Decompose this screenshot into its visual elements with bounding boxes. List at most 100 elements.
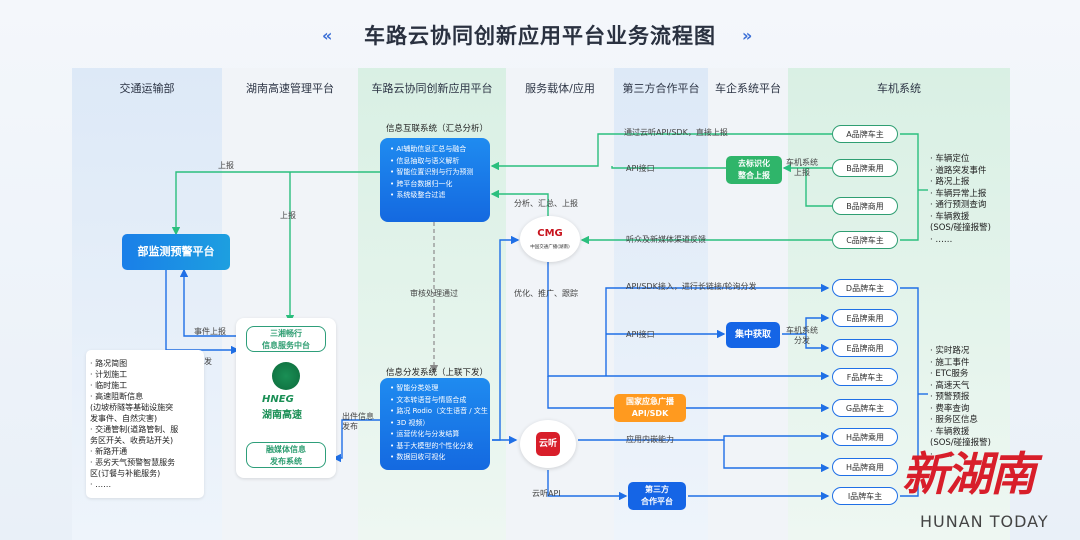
car-function-item: · 路况上报 <box>930 177 970 187</box>
distribute-item: 路况 Rodio（文生语音 / 文生 <box>390 406 490 418</box>
ministry-info-list: · 路况简图 · 计划施工 · 临时施工 · 高速阻断信息 (边坡桥隧等基础设施突发事件… <box>90 358 178 490</box>
car-function-item: · 道路突发事件 <box>930 165 987 176</box>
column-head-carrier: 服务载体/应用 <box>525 82 595 95</box>
hunan-today-text: HUNAN TODAY <box>920 512 1049 531</box>
label-report-2: 上报 <box>280 211 296 220</box>
label-car-dist: 车机系统 分发 <box>786 326 818 345</box>
distribute-item: 基于大模型的个性化分发 <box>390 441 490 453</box>
car-function-item: · 高速天气 <box>930 380 970 391</box>
ministry-info-card <box>86 350 204 498</box>
ministry-list-item: 发事件、自然灾害) <box>90 414 158 423</box>
label-cloud-api: 通过云听API/SDK，直接上报 <box>624 128 728 137</box>
distribute-item: 文本转语音与情感合成 <box>390 395 490 407</box>
interconnect-item: 信息抽取与语义解析 <box>390 156 490 168</box>
chevron-left-icon: « <box>322 26 333 45</box>
yunting-node: 云听 <box>520 420 576 468</box>
fusion-media-release-system: 融媒体信息 发布系统 <box>246 442 326 468</box>
car-function-item: (SOS/碰撞报警) <box>930 438 991 448</box>
car-function-item: · 车辆定位 <box>930 154 970 164</box>
label-analysis: 分析、汇总、上报 <box>514 199 578 208</box>
interconnect-items: AI辅助信息汇总与融合信息抽取与语义解析智能位置识别与行为预测跨平台数据归一化系… <box>380 144 490 202</box>
info-distribute-system: 智能分类处理文本转语音与情感合成路况 Rodio（文生语音 / 文生3D 视频）… <box>380 378 490 470</box>
car-f-brand: F品牌车主 <box>832 368 898 386</box>
sanxiang-service-center: 三湘畅行 信息服务中台 <box>246 326 326 352</box>
ministry-list-item: · 临时施工 <box>90 381 128 390</box>
car-function-item: · 车辆救援 <box>930 211 970 222</box>
car-function-item: · …… <box>930 449 953 460</box>
ministry-list-item: 务区开关、收费站开关) <box>90 436 174 445</box>
interconnect-item: 跨平台数据归一化 <box>390 179 490 191</box>
ministry-monitor-platform: 部监测预警平台 <box>122 234 230 270</box>
car-function-item: · 车辆救援 <box>930 426 970 437</box>
distribute-item: 运营优化与分发结算 <box>390 429 490 441</box>
ministry-list-item: · 路况简图 <box>90 359 128 368</box>
car-b-commercial: B品牌商用 <box>832 197 898 215</box>
label-app-embed: 应用内嵌能力 <box>626 435 674 444</box>
car-function-list-bottom: · 实时路况· 施工事件· ETC服务· 高速天气· 预警预报· 费率查询· 服… <box>930 346 991 461</box>
car-b-passenger: B品牌乘用 <box>832 159 898 177</box>
cmg-logo: CMG <box>537 228 563 239</box>
distribute-item: 数据回收可视化 <box>390 452 490 464</box>
ministry-list-item: · 计划施工 <box>90 370 128 379</box>
label-report-1: 上报 <box>218 161 234 170</box>
ministry-list-item: · 高速阻断信息 <box>90 392 144 401</box>
column-third <box>614 68 708 540</box>
deidentify-report-box: 去标识化 整合上报 <box>726 156 782 184</box>
page-title: 车路云协同创新应用平台业务流程图 <box>364 24 716 48</box>
distribute-item: 3D 视频） <box>390 418 490 430</box>
car-a-brand: A品牌车主 <box>832 125 898 143</box>
info-interconnect-system: AI辅助信息汇总与融合信息抽取与语义解析智能位置识别与行为预测跨平台数据归一化系… <box>380 138 490 222</box>
distribute-title: 信息分发系统（上联下发） <box>386 368 489 378</box>
label-out-release: 出件信息 发布 <box>342 412 374 431</box>
cmg-subtitle: 中国交通广播(湖南) <box>530 245 570 250</box>
interconnect-item: 系统级整合过滤 <box>390 190 490 202</box>
car-h-commercial: H品牌商用 <box>832 458 898 476</box>
yunting-app-icon: 云听 <box>536 432 560 456</box>
car-function-item: · …… <box>930 234 953 245</box>
car-c-brand: C品牌车主 <box>832 231 898 249</box>
column-head-carmaker: 车企系统平台 <box>715 82 781 95</box>
label-api-sdk: API/SDK接入，进行长链接/轮询分发 <box>626 282 757 291</box>
car-e-commercial: E品牌商用 <box>832 339 898 357</box>
column-head-car-system: 车机系统 <box>877 82 921 95</box>
interconnect-item: AI辅助信息汇总与融合 <box>390 144 490 156</box>
interconnect-title: 信息互联系统（汇总分析） <box>386 124 489 134</box>
collect-box: 集中获取 <box>726 322 780 348</box>
label-listener: 听众及新媒体渠道反馈 <box>626 235 706 244</box>
car-function-item: · 预警预报 <box>930 392 970 402</box>
car-h-passenger: H品牌乘用 <box>832 428 898 446</box>
column-head-platform: 车路云协同创新应用平台 <box>371 82 493 95</box>
chevron-right-icon: » <box>742 26 753 45</box>
car-function-list-top: · 车辆定位· 道路突发事件· 路况上报· 车辆异常上报· 通行预测查询· 车辆… <box>930 154 991 246</box>
emergency-broadcast-box: 国家应急广播 API/SDK <box>614 394 686 422</box>
third-party-platform-box: 第三方 合作平台 <box>628 482 686 510</box>
car-d-brand: D品牌车主 <box>832 279 898 297</box>
cmg-broadcast-node: CMG 中国交通广播(湖南) <box>520 216 580 262</box>
hunan-expressway-logo-text: 湖南高速 <box>262 410 302 421</box>
column-car-system <box>788 68 1010 540</box>
ministry-list-item: · 新路开通 <box>90 447 128 456</box>
label-car-report: 车机系统 上报 <box>786 158 818 177</box>
distribute-item: 智能分类处理 <box>390 383 490 395</box>
ministry-list-item: (边坡桥隧等基础设施突 <box>90 403 174 412</box>
column-carmaker <box>708 68 788 540</box>
car-function-item: · 通行预测查询 <box>930 200 987 210</box>
car-i-brand: I品牌车主 <box>832 487 898 505</box>
column-head-hunan: 湖南高速管理平台 <box>246 82 334 95</box>
car-function-item: · 施工事件 <box>930 357 970 368</box>
label-event-report: 事件上报 <box>194 327 226 336</box>
car-g-brand: G品牌车主 <box>832 399 898 417</box>
hneg-logo-icon <box>272 362 300 390</box>
ministry-list-item: 区(订餐与补能服务) <box>90 469 161 478</box>
car-function-item: · 车辆异常上报 <box>930 188 987 199</box>
car-function-item: · 费率查询 <box>930 403 970 414</box>
column-head-ministry: 交通运输部 <box>119 82 175 95</box>
hunan-today-logo: 新湖南 <box>902 447 1036 501</box>
car-function-item: · 服务区信息 <box>930 415 978 425</box>
label-api-2: API接口 <box>626 330 655 339</box>
label-review: 审核处理通过 <box>410 289 458 298</box>
distribute-items: 智能分类处理文本转语音与情感合成路况 Rodio（文生语音 / 文生3D 视频）… <box>380 383 490 464</box>
label-optimize: 优化、推广、跟踪 <box>514 289 578 298</box>
